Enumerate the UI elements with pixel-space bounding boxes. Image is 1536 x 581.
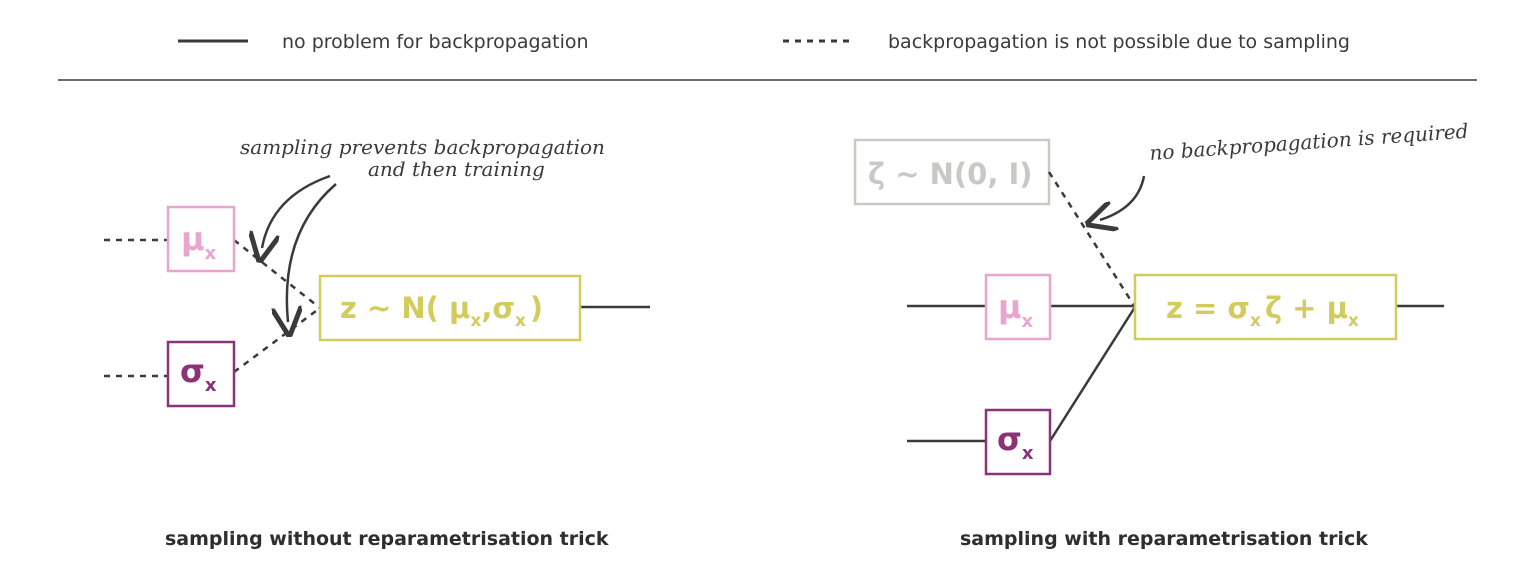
left-z-box bbox=[318, 274, 582, 342]
left-arrow-to-mu bbox=[262, 174, 331, 248]
left-mu-box bbox=[166, 205, 236, 273]
right-panel: no backpropagation is required ζ ~ N(0, … bbox=[853, 119, 1469, 550]
left-mu-to-z-line bbox=[233, 239, 321, 309]
legend-dashed-label: backpropagation is not possible due to s… bbox=[888, 31, 1350, 53]
legend-solid-label: no problem for backpropagation bbox=[282, 31, 589, 53]
right-annotation-arrow bbox=[1100, 175, 1146, 220]
legend: no problem for backpropagation backpropa… bbox=[178, 31, 1350, 53]
left-sigma-box bbox=[166, 340, 236, 408]
right-zeta-to-z-line bbox=[1047, 171, 1137, 308]
left-annotation-line1: sampling prevents backpropagation bbox=[240, 135, 605, 159]
left-caption: sampling without reparametrisation trick bbox=[165, 528, 609, 550]
right-sigma-to-z-line bbox=[1048, 306, 1137, 442]
right-mu-label: μx bbox=[998, 288, 1034, 332]
left-sigma-to-z-line bbox=[233, 306, 321, 374]
left-z-label: z ~ N( μx,σx) bbox=[340, 291, 543, 331]
left-annotation-line2: and then training bbox=[368, 157, 545, 181]
right-sigma-box bbox=[984, 408, 1052, 476]
right-caption: sampling with reparametrisation trick bbox=[960, 528, 1368, 550]
right-annotation: no backpropagation is required bbox=[1149, 119, 1469, 165]
right-mu-box bbox=[984, 273, 1052, 341]
right-zeta-box bbox=[853, 138, 1051, 206]
right-zeta-label: ζ ~ N(0, I) bbox=[868, 157, 1032, 191]
left-sigma-label: σx bbox=[180, 352, 217, 396]
left-arrow-to-junction bbox=[287, 183, 337, 322]
left-mu-label: μx bbox=[181, 220, 217, 264]
right-z-box bbox=[1133, 273, 1398, 341]
left-panel: sampling prevents backpropagation and th… bbox=[104, 135, 650, 550]
right-sigma-label: σx bbox=[997, 420, 1034, 464]
